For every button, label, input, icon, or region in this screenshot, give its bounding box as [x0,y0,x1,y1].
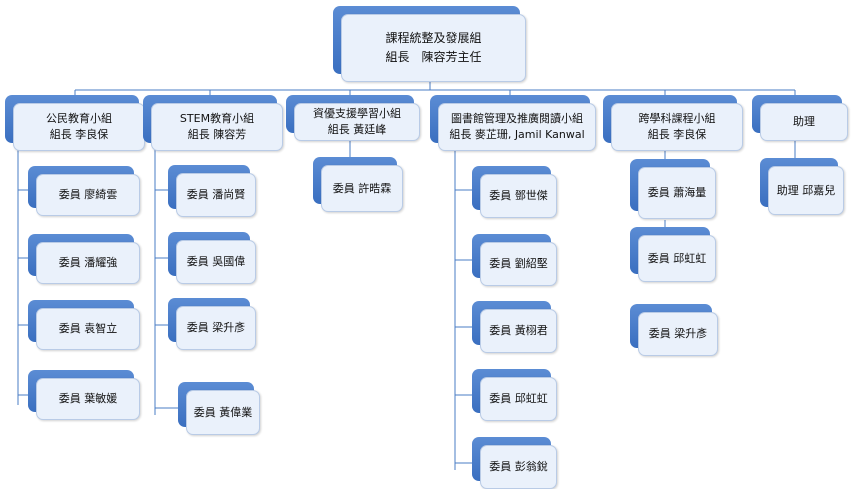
member-label: 委員 蕭海量 [647,186,707,199]
hierarchy-connectors [17,80,796,470]
group-node-cross-curricular[interactable]: 跨學科課程小組 組長 李良保 [603,95,743,151]
group-leader: 組長 陳容芳 [187,128,247,141]
group-leader: 組長 李良保 [49,128,109,141]
group-leader: 組長 黃廷峰 [327,123,387,136]
member-node[interactable]: 委員 葉敏媛 [28,370,140,420]
root-node[interactable]: 課程統整及發展組 組長 陳容芳主任 [333,6,526,82]
member-label: 委員 吳國偉 [186,255,246,268]
group-node-stem[interactable]: STEM教育小組 組長 陳容芳 [143,95,283,151]
member-label: 委員 邱虹虹 [489,392,548,405]
group-title: 資優支援學習小組 [313,107,401,120]
member-node[interactable]: 委員 黃偉業 [178,382,260,435]
member-node[interactable]: 委員 潘耀強 [28,234,140,284]
member-label: 委員 潘耀強 [58,256,118,269]
member-label: 委員 潘尚賢 [186,188,246,201]
member-node[interactable]: 委員 黃栩君 [472,301,557,353]
member-label: 委員 鄧世傑 [489,189,548,202]
member-node[interactable]: 委員 彭翁銳 [472,437,557,489]
member-node[interactable]: 委員 袁智立 [28,300,140,350]
group-node-assistant[interactable]: 助理 [752,95,848,141]
root-leader: 組長 陳容芳主任 [385,50,482,64]
member-label: 委員 袁智立 [58,322,118,335]
root-title: 課程統整及發展組 [385,31,482,45]
member-node[interactable]: 委員 梁升彥 [168,298,256,350]
member-label: 委員 劉紹堅 [489,257,548,270]
group-node-gifted[interactable]: 資優支援學習小組 組長 黃廷峰 [286,95,420,141]
member-node[interactable]: 助理 邱嘉兒 [760,158,844,215]
group-title: 助理 [793,115,815,128]
member-label: 委員 廖綺雲 [58,188,118,201]
member-node[interactable]: 委員 許晧霖 [313,157,403,212]
member-label: 委員 黃栩君 [489,324,548,337]
member-node[interactable]: 委員 梁升彥 [630,304,718,356]
member-label: 委員 彭翁銳 [489,460,548,473]
member-label: 助理 邱嘉兒 [776,183,836,197]
member-label: 委員 許晧霖 [332,181,392,195]
group-title: 圖書館管理及推廣閱讀小組 [451,112,583,125]
member-label: 委員 梁升彥 [186,321,246,334]
group-title: STEM教育小組 [179,112,255,125]
group-leader: 組長 麥芷珊, Jamil Kanwal [449,128,585,141]
member-node[interactable]: 委員 鄧世傑 [472,166,557,218]
member-node[interactable]: 委員 蕭海量 [630,159,716,219]
member-node[interactable]: 委員 邱虹虹 [472,369,557,421]
member-label: 委員 黃偉業 [193,405,253,419]
member-label: 委員 葉敏媛 [58,392,118,405]
member-node[interactable]: 委員 潘尚賢 [168,165,256,217]
member-node[interactable]: 委員 劉紹堅 [472,234,557,286]
member-node[interactable]: 委員 廖綺雲 [28,166,140,216]
group-node-library[interactable]: 圖書館管理及推廣閱讀小組 組長 麥芷珊, Jamil Kanwal [430,95,596,151]
member-label: 委員 邱虹虹 [647,251,707,265]
member-node[interactable]: 委員 邱虹虹 [630,227,716,282]
group-title: 跨學科課程小組 [638,112,716,125]
group-node-civic[interactable]: 公民教育小組 組長 李良保 [5,95,145,151]
group-title: 公民教育小組 [46,112,112,125]
group-leader: 組長 李良保 [647,128,707,141]
member-label: 委員 梁升彥 [648,327,708,340]
member-node[interactable]: 委員 吳國偉 [168,232,256,284]
